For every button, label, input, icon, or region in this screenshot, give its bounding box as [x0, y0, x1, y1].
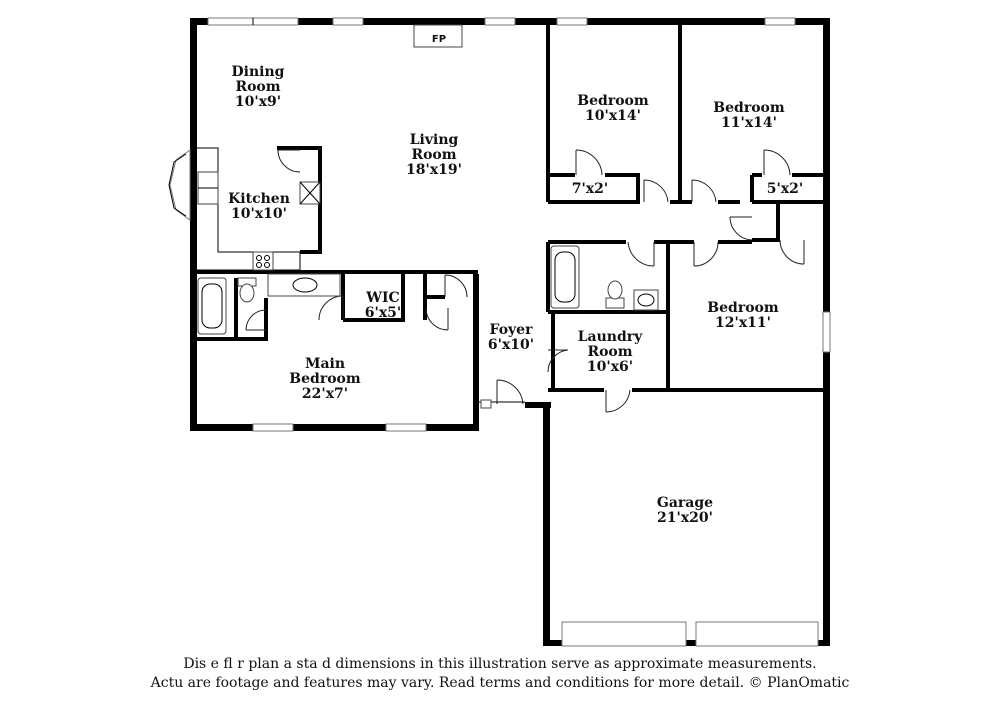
svg-text:10'x10': 10'x10' [231, 206, 287, 222]
svg-text:21'x20': 21'x20' [657, 510, 713, 526]
disclaimer-line-1: Dis e fl r plan a sta d dimensions in th… [183, 656, 817, 672]
room-label-wic: WIC 6'x5' [365, 290, 401, 321]
svg-text:Dining: Dining [232, 64, 285, 80]
svg-text:5'x2': 5'x2' [767, 181, 803, 197]
svg-text:Laundry: Laundry [578, 329, 643, 345]
bay-window [168, 149, 191, 221]
disclaimer: Dis e fl r plan a sta d dimensions in th… [0, 655, 1000, 693]
svg-text:Room: Room [587, 344, 632, 360]
svg-text:Bedroom: Bedroom [707, 300, 779, 316]
svg-text:Kitchen: Kitchen [228, 191, 290, 207]
svg-text:Bedroom: Bedroom [713, 100, 785, 116]
svg-text:10'x14': 10'x14' [585, 108, 641, 124]
svg-text:10'x6': 10'x6' [587, 359, 633, 375]
disclaimer-line-2: Actu are footage and features may vary. … [150, 675, 850, 691]
room-label-bedroom-2: Bedroom 11'x14' [713, 100, 785, 131]
svg-text:11'x14': 11'x14' [721, 115, 777, 131]
svg-text:Main: Main [305, 356, 345, 372]
svg-text:WIC: WIC [365, 290, 399, 306]
doors [245, 149, 805, 413]
room-label-bedroom-3: Bedroom 12'x11' [707, 300, 779, 331]
fireplace [413, 24, 463, 48]
svg-text:10'x9': 10'x9' [235, 94, 281, 110]
room-label-bedroom-1: Bedroom 10'x14' [577, 93, 649, 124]
room-label-garage: Garage 21'x20' [657, 495, 713, 526]
room-label-living-room: Living Room 18'x19' [406, 132, 462, 178]
interior-walls [190, 22, 826, 392]
windows [207, 17, 831, 647]
room-label-laundry-room: Laundry Room 10'x6' [578, 329, 643, 375]
svg-text:6'x10': 6'x10' [488, 337, 534, 353]
room-label-closet-2: 5'x2' [767, 181, 803, 197]
svg-text:Room: Room [235, 79, 280, 95]
room-label-kitchen: Kitchen 10'x10' [228, 191, 290, 222]
svg-text:12'x11': 12'x11' [715, 315, 771, 331]
svg-text:22'x7': 22'x7' [302, 386, 348, 402]
svg-text:18'x19': 18'x19' [406, 162, 462, 178]
room-label-main-bedroom: Main Bedroom 22'x7' [289, 356, 361, 402]
svg-text:Foyer: Foyer [490, 322, 534, 338]
fixtures [197, 147, 659, 335]
room-label-foyer: Foyer 6'x10' [488, 322, 534, 353]
room-label-closet-1: 7'x2' [572, 181, 608, 197]
svg-text:Bedroom: Bedroom [577, 93, 649, 109]
svg-text:Room: Room [411, 147, 456, 163]
room-label-dining-room: Dining Room 10'x9' [232, 64, 285, 110]
svg-text:Bedroom: Bedroom [289, 371, 361, 387]
svg-text:Living: Living [410, 132, 459, 148]
svg-text:6'x5': 6'x5' [365, 305, 401, 321]
svg-text:Garage: Garage [657, 495, 713, 511]
svg-text:7'x2': 7'x2' [572, 181, 608, 197]
fireplace-label: FP [432, 34, 446, 45]
